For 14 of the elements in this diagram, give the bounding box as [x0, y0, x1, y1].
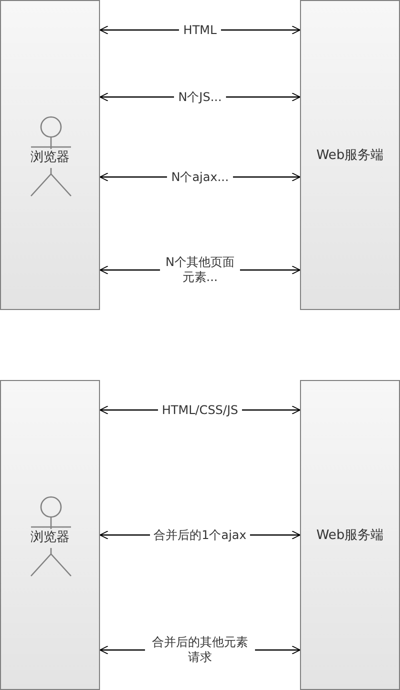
actor-box — [0, 380, 100, 690]
edge-label: N个ajax... — [167, 170, 233, 184]
node-label: Web服务端 — [315, 148, 385, 164]
edge-label: 合并后的1个ajax — [150, 528, 250, 542]
server-box — [300, 0, 400, 310]
edge-label: N个JS... — [174, 90, 226, 104]
edge-label: HTML/CSS/JS — [158, 402, 242, 418]
node-label: Web服务端 — [315, 528, 385, 544]
edge-label: N个其他页面元素... — [160, 255, 240, 285]
server-box — [300, 380, 400, 690]
actor-box — [0, 0, 100, 310]
edge-label: 合并后的其他元素请求 — [145, 635, 255, 665]
node-label: 浏览器 — [30, 530, 70, 546]
node-label: 浏览器 — [30, 150, 70, 166]
